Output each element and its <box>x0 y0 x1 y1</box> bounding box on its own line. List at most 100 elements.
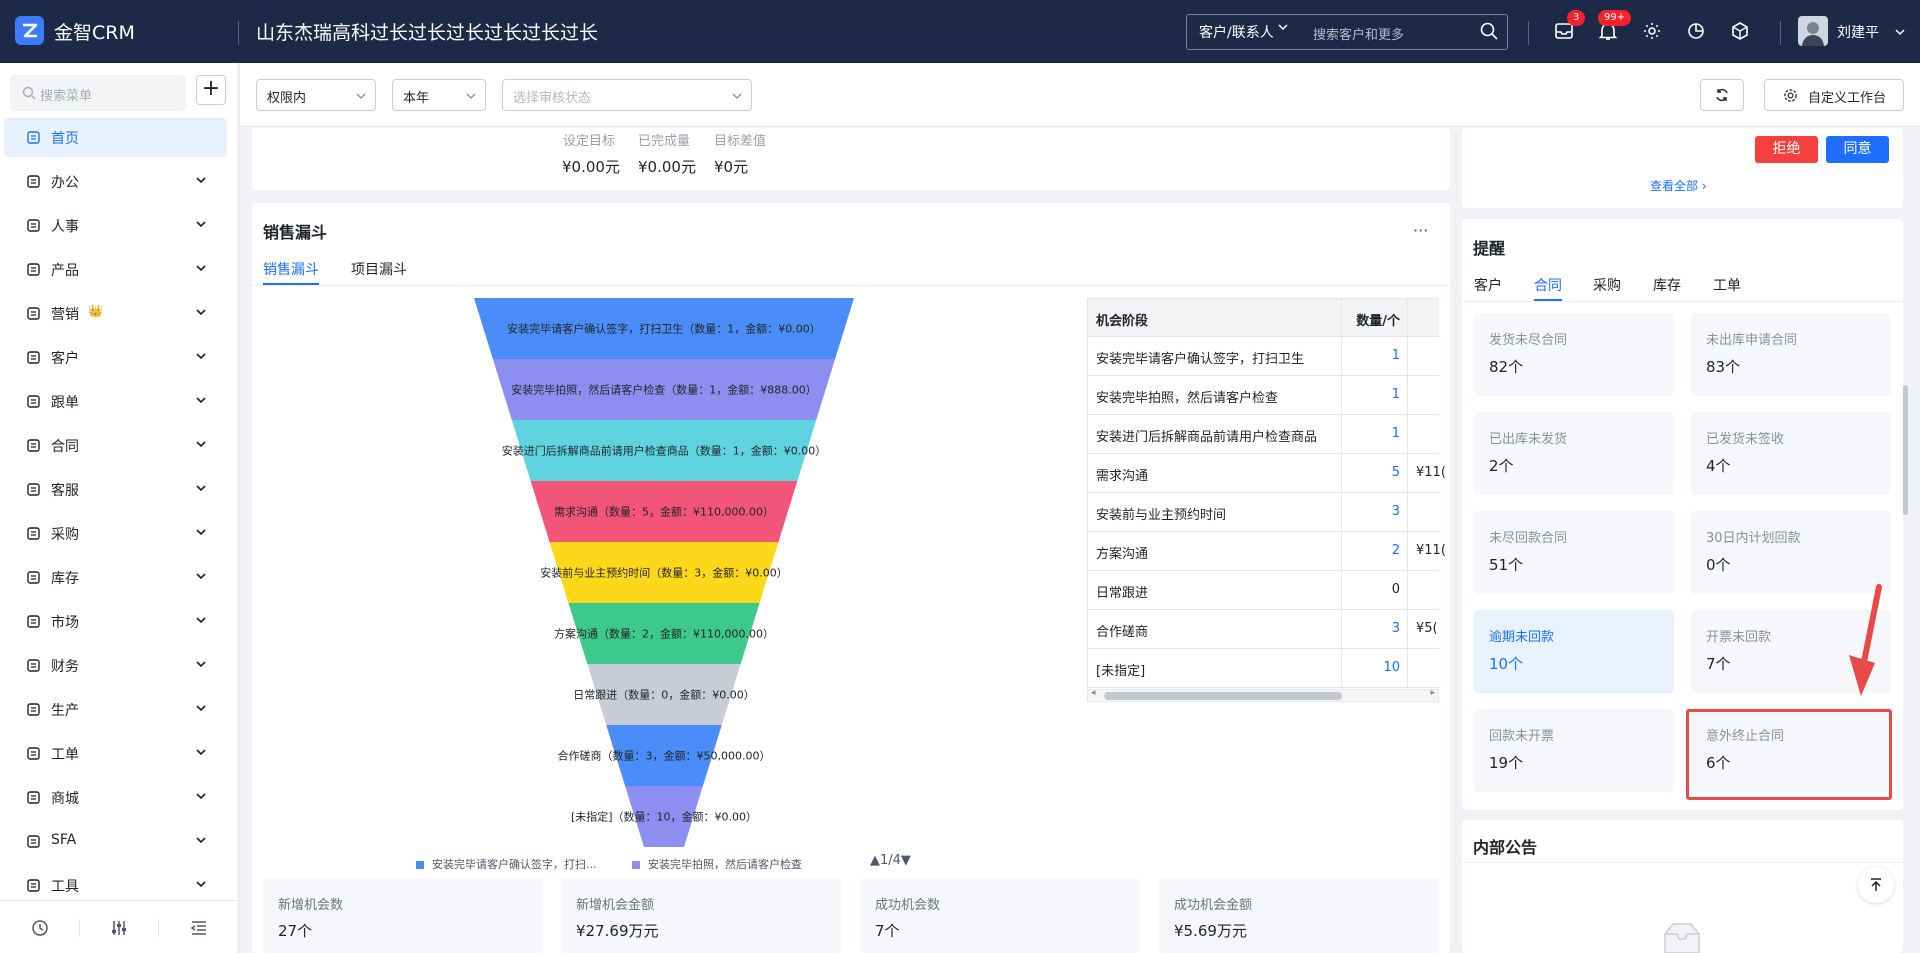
sidebar-item[interactable]: 工具 <box>4 866 227 905</box>
column-header-stage[interactable]: 机会阶段 <box>1096 314 1149 329</box>
count-link[interactable]: 10 <box>1383 660 1400 675</box>
table-horizontal-scrollbar[interactable]: ◂ ▸ <box>1087 688 1439 702</box>
reminder-count: 7个 <box>1706 655 1731 673</box>
count-link[interactable]: 0 <box>1391 582 1400 597</box>
refresh-button[interactable] <box>1700 79 1744 111</box>
tab-sales-funnel[interactable]: 销售漏斗 <box>263 262 319 278</box>
agree-button[interactable]: 同意 <box>1826 136 1889 163</box>
view-all-link[interactable]: 查看全部 › <box>1650 179 1707 193</box>
audit-status-select[interactable]: 选择审核状态 <box>502 79 752 111</box>
scope-select[interactable]: 权限内 <box>256 79 376 111</box>
sidebar-item[interactable]: 财务 <box>4 646 227 685</box>
search-input[interactable]: 搜索客户和更多 <box>1313 28 1405 43</box>
sidebar-item[interactable]: 库存 <box>4 558 227 597</box>
finance-icon <box>27 659 40 672</box>
scroll-left-icon[interactable]: ◂ <box>1091 688 1096 698</box>
sidebar-item[interactable]: 采购 <box>4 514 227 553</box>
sidebar-item[interactable]: 生产 <box>4 690 227 729</box>
inbox-icon[interactable] <box>1553 20 1575 42</box>
sidebar-item[interactable]: 市场 <box>4 602 227 641</box>
sidebar-item[interactable]: 营销👑 <box>4 294 227 333</box>
chevron-down-icon[interactable] <box>1895 27 1905 37</box>
sidebar-item[interactable]: 首页 <box>4 118 227 157</box>
funnel-segment[interactable] <box>474 298 854 359</box>
sidebar-item[interactable]: 客户 <box>4 338 227 377</box>
history-icon[interactable] <box>30 918 50 938</box>
sliders-icon[interactable] <box>109 918 129 938</box>
user-name[interactable]: 刘建平 <box>1837 25 1879 41</box>
search-icon[interactable] <box>1480 22 1498 40</box>
legend-item[interactable]: 安装完毕拍照，然后请客户检查 <box>632 856 802 872</box>
funnel-segment[interactable] <box>568 603 760 664</box>
pie-chart-icon[interactable] <box>1685 20 1707 42</box>
add-menu-button[interactable]: + <box>196 75 226 105</box>
collapse-menu-icon[interactable] <box>189 918 209 938</box>
funnel-segment[interactable] <box>606 725 722 786</box>
scrollbar-thumb[interactable] <box>1104 692 1342 700</box>
reject-button[interactable]: 拒绝 <box>1755 136 1818 163</box>
funnel-segment[interactable] <box>587 664 741 725</box>
customize-workbench-button[interactable]: 自定义工作台 <box>1764 79 1904 111</box>
table-row[interactable]: [未指定]10 <box>1088 649 1439 688</box>
count-link[interactable]: 3 <box>1391 621 1400 636</box>
sidebar-item[interactable]: SFA <box>4 822 227 861</box>
page-scrollbar-thumb[interactable] <box>1903 385 1908 515</box>
legend-item[interactable]: 安装完毕请客户确认签字，打扫... <box>416 856 597 872</box>
tab-project-funnel[interactable]: 项目漏斗 <box>351 262 407 278</box>
sidebar-item[interactable]: 人事 <box>4 206 227 245</box>
sidebar-item[interactable]: 跟单 <box>4 382 227 421</box>
legend-pager[interactable]: ▲1/4▼ <box>870 853 911 868</box>
global-search[interactable]: 客户/联系人 搜索客户和更多 <box>1186 14 1508 50</box>
scroll-right-icon[interactable]: ▸ <box>1430 688 1435 698</box>
sidebar-item[interactable]: 商城 <box>4 778 227 817</box>
funnel-segment[interactable] <box>625 786 703 847</box>
search-scope-select[interactable]: 客户/联系人 <box>1199 25 1274 41</box>
avatar[interactable] <box>1798 16 1828 46</box>
company-name[interactable]: 山东杰瑞高科过长过长过长过长过长过长 <box>256 22 599 44</box>
sidebar-item[interactable]: 办公 <box>4 162 227 201</box>
funnel-segment[interactable] <box>492 359 836 420</box>
count-link[interactable]: 1 <box>1391 348 1400 363</box>
count-link[interactable]: 5 <box>1391 465 1400 480</box>
count-link[interactable]: 3 <box>1391 504 1400 519</box>
count-link[interactable]: 1 <box>1391 426 1400 441</box>
menu-search-input[interactable]: 搜索菜单 <box>10 75 186 111</box>
tab-contract[interactable]: 合同 <box>1534 278 1562 294</box>
tab-inventory[interactable]: 库存 <box>1653 278 1681 294</box>
sidebar-item[interactable]: 工单 <box>4 734 227 773</box>
column-header-count[interactable]: 数量/个 <box>1356 314 1400 329</box>
funnel-segment[interactable] <box>549 542 779 603</box>
count-link[interactable]: 2 <box>1391 543 1400 558</box>
funnel-segment[interactable] <box>511 420 817 481</box>
sidebar-item[interactable]: 产品 <box>4 250 227 289</box>
cube-icon[interactable] <box>1729 20 1751 42</box>
tab-purchase[interactable]: 采购 <box>1593 278 1621 294</box>
tab-customer[interactable]: 客户 <box>1474 278 1502 294</box>
funnel-segment[interactable] <box>530 481 798 542</box>
back-to-top-button[interactable] <box>1858 867 1894 903</box>
more-icon[interactable]: ··· <box>1413 221 1429 240</box>
sidebar-item[interactable]: 合同 <box>4 426 227 465</box>
tab-ticket[interactable]: 工单 <box>1713 278 1741 294</box>
period-select[interactable]: 本年 <box>392 79 486 111</box>
sidebar-item[interactable]: 客服 <box>4 470 227 509</box>
gear-icon[interactable] <box>1641 20 1663 42</box>
count-link[interactable]: 1 <box>1391 387 1400 402</box>
